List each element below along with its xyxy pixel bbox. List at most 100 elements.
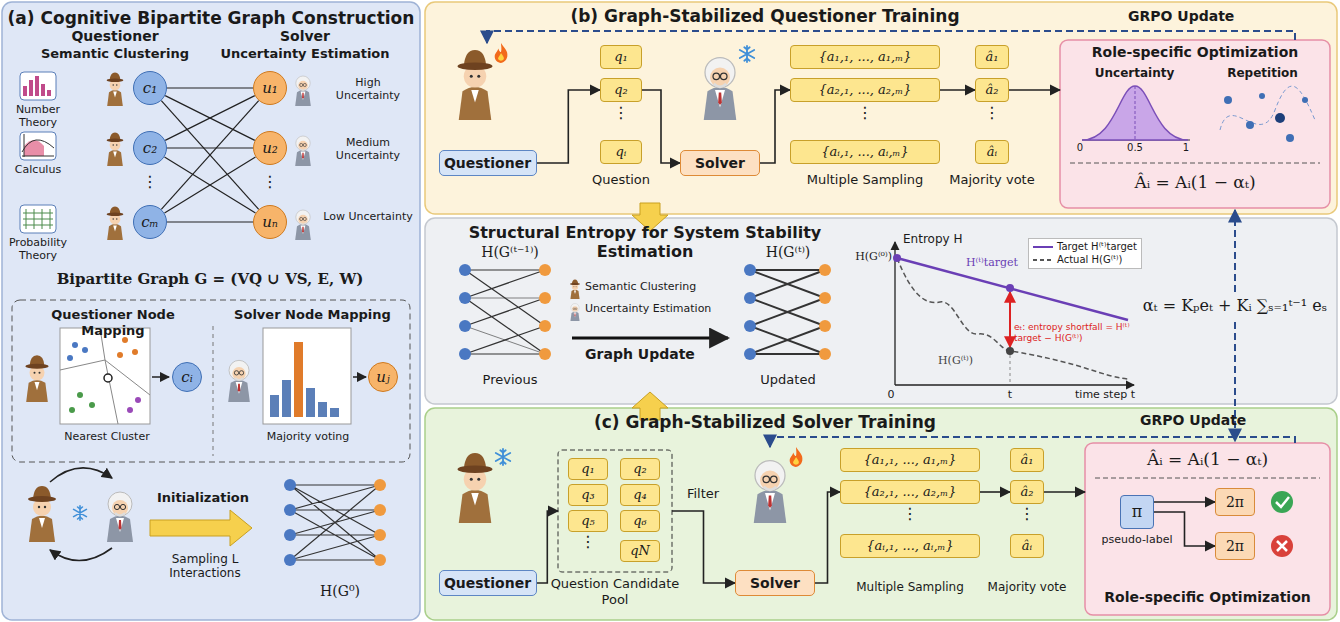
connector [161,101,258,210]
token-box: q₄ [620,484,660,506]
token-box: {a₁,₁, ..., a₁,ₘ} [840,448,980,472]
node-text: q₃ [581,487,595,503]
legend-line [1033,256,1053,264]
connector [672,511,735,583]
node-text: u₁ [262,79,278,97]
label: H(G⁽⁰⁾) [838,250,892,263]
node-text: {aᵢ,₁, ..., aᵢ,ₘ} [821,144,909,160]
connector [537,90,601,163]
token-box: {a₂,₁, ..., a₂,ₘ} [840,480,980,504]
label: Low Uncertainty [322,210,414,223]
reward-box: 2π [1215,488,1255,516]
node-text: â₁ [1021,452,1034,468]
node-text: q₁ [581,461,595,477]
legend-text: Actual H(G⁽ᵗ⁾) [1057,254,1122,267]
label: Question [580,172,662,188]
reward-box: 2π [1215,532,1255,560]
connector [980,491,1010,493]
node-text: â₂ [986,82,999,98]
label: GRPO Update [1128,8,1248,25]
token-box: q₁ [568,458,608,480]
node-text: c₁ [143,79,157,97]
label: 1 [1180,142,1192,154]
label: Sampling L Interactions [140,552,270,581]
label: ⋮ [260,172,280,191]
label: Semantic Clustering [585,280,730,293]
label: Uncertainty Estimation [220,46,390,62]
connector [1044,491,1085,493]
token-box: {a₁,₁, ..., a₁,ₘ} [790,45,940,69]
node-text: q₁ [614,49,628,65]
label: ⋮ [140,172,160,191]
node-text: Questioner [444,575,531,592]
label: 0 [1074,142,1086,154]
node-text: q₄ [633,487,647,503]
uncertainty-node: uₙ [253,205,287,239]
node-text: {a₂,₁, ..., a₂,ₘ} [819,82,912,98]
legend: Target H⁽ᵗ⁾targetActual H(G⁽ᵗ⁾) [1028,238,1142,269]
label: Uncertainty [1072,66,1197,80]
label: H(G⁰) [300,583,380,600]
solver-box: Solver [680,150,760,176]
node-text: âᵢ [1022,538,1032,554]
label: ⋮ [900,504,920,523]
node-text: q₂ [633,461,647,477]
node-text: π [1132,502,1143,521]
candidate-pool: Question Candidate Poolq₁q₂q₃q₄q₅q₆qN [558,450,672,572]
solver-box: Solver [735,570,815,596]
label: Uncertainty Estimation [585,302,730,315]
node-text: uₙ [262,213,278,231]
node-text: c₂ [143,139,157,157]
label: ⋮ [573,532,603,551]
connector [940,89,975,91]
label: H⁽ᵗ⁾target [966,256,1022,269]
label: 0.5 [1123,142,1147,154]
node-text: Âᵢ = Aᵢ(1 − αₜ) [1085,449,1330,469]
label: Solver [220,28,390,45]
node-text: {aᵢ,₁, ..., aᵢ,ₘ} [866,538,954,554]
label: Majority vote [980,580,1074,594]
label: eₜ: entropy shortfall = H⁽ᵗ⁾target − H(G… [1014,322,1132,344]
token-box: qN [620,540,660,562]
token-box: âᵢ [975,140,1009,164]
cluster-node: c₁ [133,71,167,105]
node-text: âᵢ [987,144,997,160]
node-text: Âᵢ = Aᵢ(1 − αₜ) [1060,172,1330,192]
label: Questioner Node Mapping [18,307,208,338]
connector [167,221,253,222]
node-text: cₘ [141,213,159,231]
label: GRPO Update [1140,412,1260,429]
node-text: Role-specific Optimization [1060,44,1330,61]
cluster-node: c₂ [133,131,167,165]
questioner-box: Questioner [439,570,537,596]
connector [642,90,680,163]
token-box: âᵢ [1010,534,1044,558]
label: Graph Update [580,346,700,363]
optimization-box: Âᵢ = Aᵢ(1 − αₜ) Role-specific Optimizatio… [1085,443,1330,615]
label: Medium Uncertainty [322,136,414,162]
node-text: q₆ [633,513,647,529]
node-text: â₂ [1021,484,1034,500]
token-box: â₂ [1010,480,1044,504]
connector [165,96,255,141]
node-text: uⱼ [376,368,390,386]
panel-b-icons [458,43,1321,231]
node-text: 2π [1226,538,1244,555]
node-text: (b) Graph-Stabilized Questioner Training [555,6,975,26]
label: ⋮ [611,103,631,122]
legend-row: Target H⁽ᵗ⁾target [1033,241,1137,254]
node-text: qN [630,543,650,559]
label: Multiple Sampling [790,172,940,188]
label: H(G⁽ᵗ⁻¹⁾) [450,244,570,261]
label: Filter [678,486,728,502]
label: Bipartite Graph G = (VQ ∪ VS, E, W) [20,270,400,288]
node-text: qᵢ [616,144,627,160]
node-text: Role-specific Optimization [1085,589,1330,606]
connector [1009,89,1060,91]
node-text: {a₁,₁, ..., a₁,ₘ} [864,452,957,468]
label: Multiple Sampling [835,580,985,594]
node-text: Question Candidate Pool [550,576,680,607]
node-text: q₅ [581,513,595,529]
optimization-box: Role-specific Optimization Âᵢ = Aᵢ(1 − αₜ… [1060,40,1330,208]
